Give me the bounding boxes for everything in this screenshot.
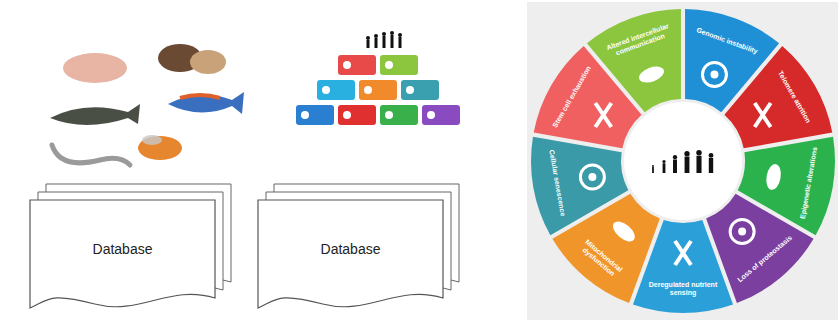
worm — [52, 145, 130, 165]
block-icon — [385, 61, 393, 69]
human-silhouette — [696, 150, 702, 173]
fish — [50, 104, 140, 125]
fly — [138, 136, 182, 160]
human-silhouette — [652, 165, 654, 173]
block-icon — [406, 86, 414, 94]
hallmark-text: Deregulated nutrient sensing — [643, 281, 723, 297]
block-icon — [427, 111, 435, 119]
wheel-center — [624, 102, 742, 220]
killifish — [168, 92, 244, 114]
pyramid-block — [359, 80, 397, 100]
block-icon — [343, 111, 351, 119]
human-silhouette — [662, 160, 665, 173]
block-icon — [322, 86, 330, 94]
database-document: Database — [258, 200, 443, 312]
segment-icon — [580, 165, 604, 189]
segment-icon — [764, 163, 782, 191]
human-silhouette — [684, 151, 689, 173]
segment-icon — [637, 64, 666, 86]
database-document: Database — [30, 200, 215, 312]
pyramid-block — [380, 105, 418, 125]
human-silhouette — [673, 155, 677, 173]
block-icon — [301, 111, 309, 119]
pyramid-block — [338, 55, 376, 75]
wheel-segment — [724, 46, 832, 148]
mole-rat — [63, 53, 127, 83]
pyramid-block — [317, 80, 355, 100]
human-silhouette — [390, 31, 394, 48]
hallmark-wheel — [531, 9, 835, 313]
pyramid-block — [380, 55, 418, 75]
segment-icon — [609, 218, 638, 245]
fin-stripe — [180, 95, 220, 98]
pyramid-block — [401, 80, 439, 100]
segment-icon — [755, 103, 771, 127]
pyramid-block — [338, 105, 376, 125]
block-icon — [364, 86, 372, 94]
segment-icon — [702, 63, 726, 87]
wheel-segment — [587, 9, 681, 112]
hallmark-label: Deregulated nutrient sensing — [643, 281, 723, 297]
block-icon — [385, 111, 393, 119]
human-silhouette — [366, 36, 370, 48]
document-label: Database — [30, 241, 215, 257]
human-silhouette — [709, 153, 714, 173]
model-organisms — [50, 44, 244, 165]
human-silhouette — [398, 33, 402, 48]
document-label: Database — [258, 241, 443, 257]
block-icon — [343, 61, 351, 69]
segment-icon — [595, 103, 611, 127]
segment-icon — [730, 219, 754, 243]
pyramid-block — [422, 105, 460, 125]
segment-icon — [675, 241, 691, 265]
pyramid-block — [296, 105, 334, 125]
human-silhouette — [382, 32, 386, 48]
mouse — [190, 50, 226, 74]
hallmark-pyramid — [296, 31, 460, 125]
wheel-segment — [531, 137, 628, 236]
panel-background — [527, 2, 838, 320]
human-silhouette — [374, 34, 378, 48]
fly-wing — [142, 135, 162, 145]
